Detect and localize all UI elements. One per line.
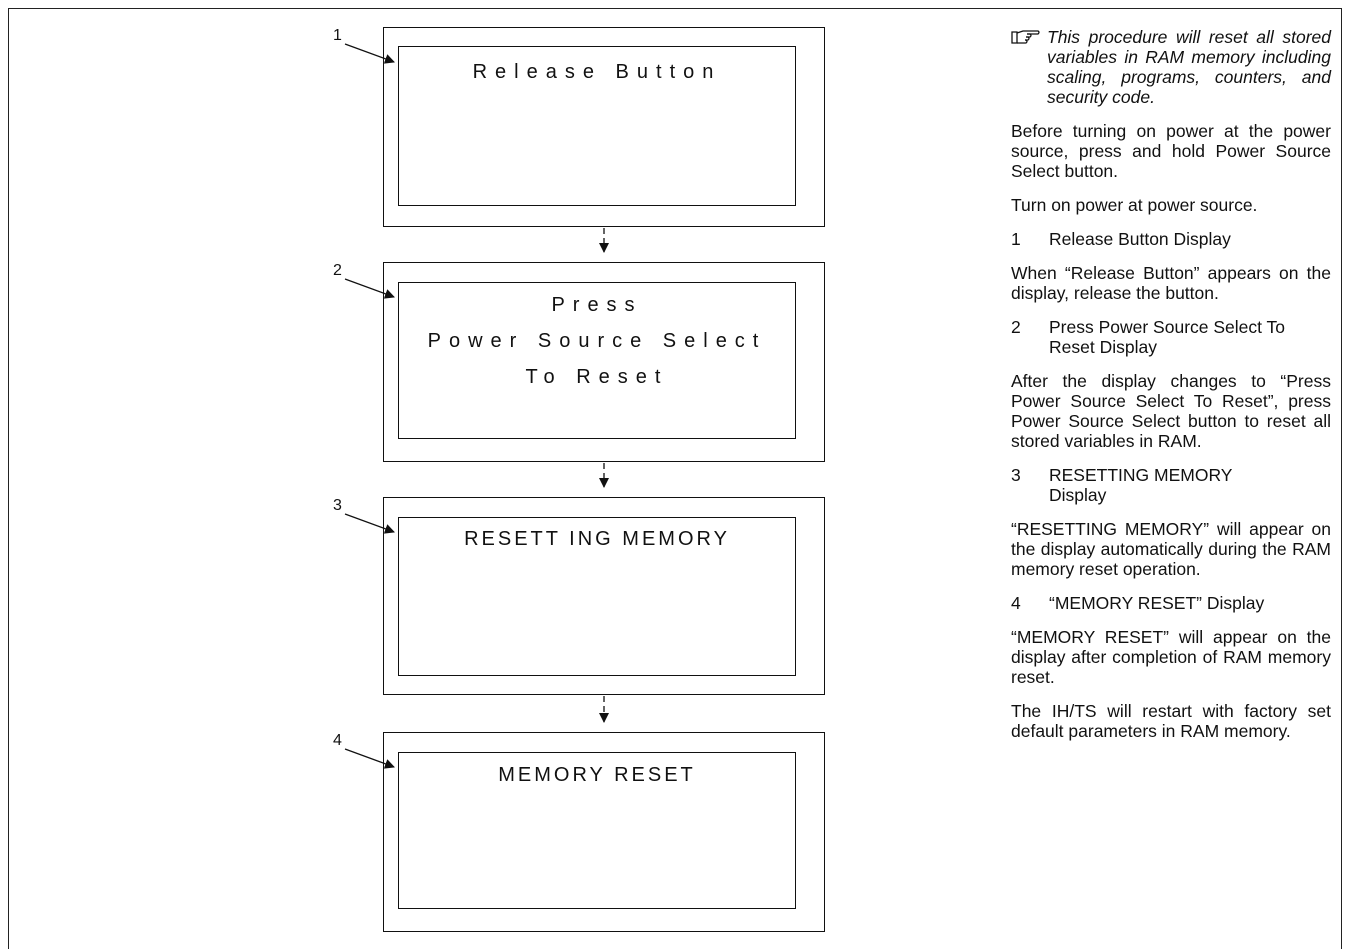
- display-line: Release Button: [472, 61, 722, 83]
- heading-number: 4: [1011, 593, 1021, 613]
- leader-arrow: [344, 278, 395, 299]
- pointing-hand-icon: [1011, 27, 1047, 107]
- instruction-paragraph: After the display changes to “Press Powe…: [1011, 371, 1331, 451]
- display-line: Power Source Select: [427, 330, 767, 352]
- heading-text: Press Power Source Select To Reset Displ…: [1049, 317, 1286, 357]
- instructions-column: This procedure will reset all stored var…: [1011, 27, 1331, 755]
- step-heading: 4 “MEMORY RESET” Display: [1011, 593, 1331, 613]
- step-number: 1: [333, 27, 342, 44]
- display-screen: MEMORY RESET: [398, 752, 796, 909]
- display-screen: Release Button: [398, 46, 796, 206]
- display-outer-frame: [383, 497, 825, 695]
- step-heading: 1 Release Button Display: [1011, 229, 1331, 249]
- step-number: 4: [333, 732, 342, 749]
- instruction-paragraph: Before turning on power at the power sou…: [1011, 121, 1331, 181]
- display-screen: RESETT ING MEMORY: [398, 517, 796, 676]
- step-number: 3: [333, 497, 342, 514]
- display-outer-frame: [383, 27, 825, 227]
- instruction-paragraph: “RESETTING MEMORY” will appear on the di…: [1011, 519, 1331, 579]
- display-line: RESETT ING MEMORY: [464, 528, 730, 550]
- instruction-paragraph: The IH/TS will restart with factory set …: [1011, 701, 1331, 741]
- step-number: 2: [333, 262, 342, 279]
- display-outer-frame: [383, 732, 825, 932]
- display-line: MEMORY RESET: [498, 764, 696, 786]
- heading-number: 2: [1011, 317, 1021, 337]
- page-border: [8, 8, 1342, 949]
- display-outer-frame: [383, 262, 825, 462]
- display-line: Press: [551, 294, 643, 316]
- leader-arrow: [344, 43, 395, 64]
- display-screen: Press Power Source Select To Reset: [398, 282, 796, 439]
- heading-number: 1: [1011, 229, 1021, 249]
- instruction-paragraph: When “Release Button” appears on the dis…: [1011, 263, 1331, 303]
- caution-note: This procedure will reset all stored var…: [1011, 27, 1331, 107]
- heading-number: 3: [1011, 465, 1021, 485]
- step-heading: 2 Press Power Source Select To Reset Dis…: [1011, 317, 1331, 357]
- instruction-paragraph: “MEMORY RESET” will appear on the displa…: [1011, 627, 1331, 687]
- leader-arrow: [344, 513, 395, 534]
- display-line: To Reset: [525, 366, 669, 388]
- heading-text: “MEMORY RESET” Display: [1049, 593, 1265, 613]
- instruction-paragraph: Turn on power at power source.: [1011, 195, 1258, 215]
- note-text: This procedure will reset all stored var…: [1047, 27, 1331, 107]
- leader-arrow: [344, 748, 395, 769]
- step-heading: 3 RESETTING MEMORY Display: [1011, 465, 1331, 505]
- heading-text: RESETTING MEMORY Display: [1049, 465, 1233, 505]
- heading-text: Release Button Display: [1049, 229, 1231, 249]
